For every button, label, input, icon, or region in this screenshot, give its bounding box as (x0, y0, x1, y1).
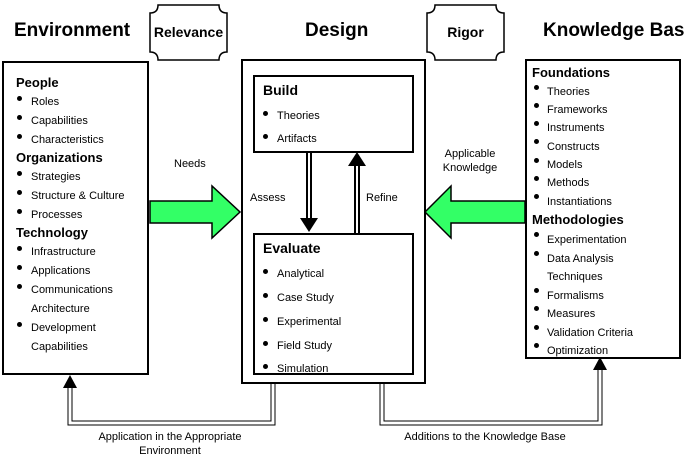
application-label-2: Environment (139, 445, 201, 457)
list-item: Frameworks (547, 104, 608, 116)
needs-arrow (149, 184, 242, 240)
list-item: Artifacts (277, 133, 317, 145)
list-item: Methods (547, 177, 590, 189)
evaluate-title: Evaluate (263, 240, 321, 256)
build-box (253, 75, 414, 153)
list-item: Instruments (547, 122, 605, 134)
additions-label: Additions to the Knowledge Base (404, 431, 566, 443)
list-item: Theories (277, 110, 320, 122)
list-item: Case Study (277, 292, 334, 304)
list-item: Experimental (277, 316, 342, 328)
list-item: Models (547, 159, 583, 171)
list-item: Experimentation (547, 234, 627, 246)
list-item: Validation Criteria (547, 327, 634, 339)
needs-label: Needs (174, 158, 206, 170)
list-item: Theories (547, 86, 590, 98)
list-item: Structure & Culture (31, 190, 125, 202)
assess-label: Assess (250, 192, 286, 204)
list-item: Infrastructure (31, 246, 96, 258)
list-item: Development (31, 322, 96, 334)
additions-arrow (593, 357, 607, 370)
rigor-label: Rigor (447, 24, 484, 40)
relevance-badge (149, 4, 228, 61)
organizations-title: Organizations (16, 150, 103, 165)
list-item: Roles (31, 96, 60, 108)
list-item: Capabilities (31, 115, 88, 127)
list-item: Strategies (31, 171, 81, 183)
knowledge-base-box (525, 59, 681, 359)
refine-arrow (348, 152, 366, 166)
list-item: Constructs (547, 141, 600, 153)
list-item: Capabilities (31, 341, 88, 353)
assess-arrow (300, 218, 318, 232)
applicable-knowledge-arrow (423, 184, 526, 240)
build-title: Build (263, 82, 298, 98)
design-box (241, 59, 426, 384)
evaluate-box (253, 233, 414, 375)
list-item: Data Analysis (547, 253, 614, 265)
list-item: Measures (547, 308, 596, 320)
applicable-knowledge-label-2: Knowledge (442, 162, 498, 174)
list-item: Architecture (31, 303, 90, 315)
applicable-knowledge-label-1: Applicable (444, 148, 496, 160)
list-item: Characteristics (31, 134, 104, 146)
methodologies-title: Methodologies (532, 212, 624, 227)
list-item: Analytical (277, 268, 325, 280)
list-item: Processes (31, 209, 83, 221)
list-item: Applications (31, 265, 91, 277)
list-item: Optimization (547, 345, 609, 357)
knowledge-base-heading: Knowledge Base (543, 20, 685, 41)
list-item: Formalisms (547, 290, 604, 302)
refine-label: Refine (366, 192, 398, 204)
list-item: Communications (31, 284, 113, 296)
application-label-1: Application in the Appropriate (98, 431, 242, 443)
people-title: People (16, 75, 59, 90)
list-item: Simulation (277, 363, 329, 375)
environment-heading: Environment (14, 20, 131, 41)
relevance-label: Relevance (153, 24, 224, 40)
rigor-badge (426, 4, 505, 61)
environment-box (2, 61, 149, 375)
foundations-title: Foundations (532, 65, 610, 80)
design-heading: Design (305, 20, 369, 41)
technology-title: Technology (16, 225, 88, 240)
list-item: Field Study (277, 340, 333, 352)
list-item: Techniques (547, 271, 603, 283)
application-arrow (63, 375, 77, 388)
list-item: Instantiations (547, 196, 612, 208)
